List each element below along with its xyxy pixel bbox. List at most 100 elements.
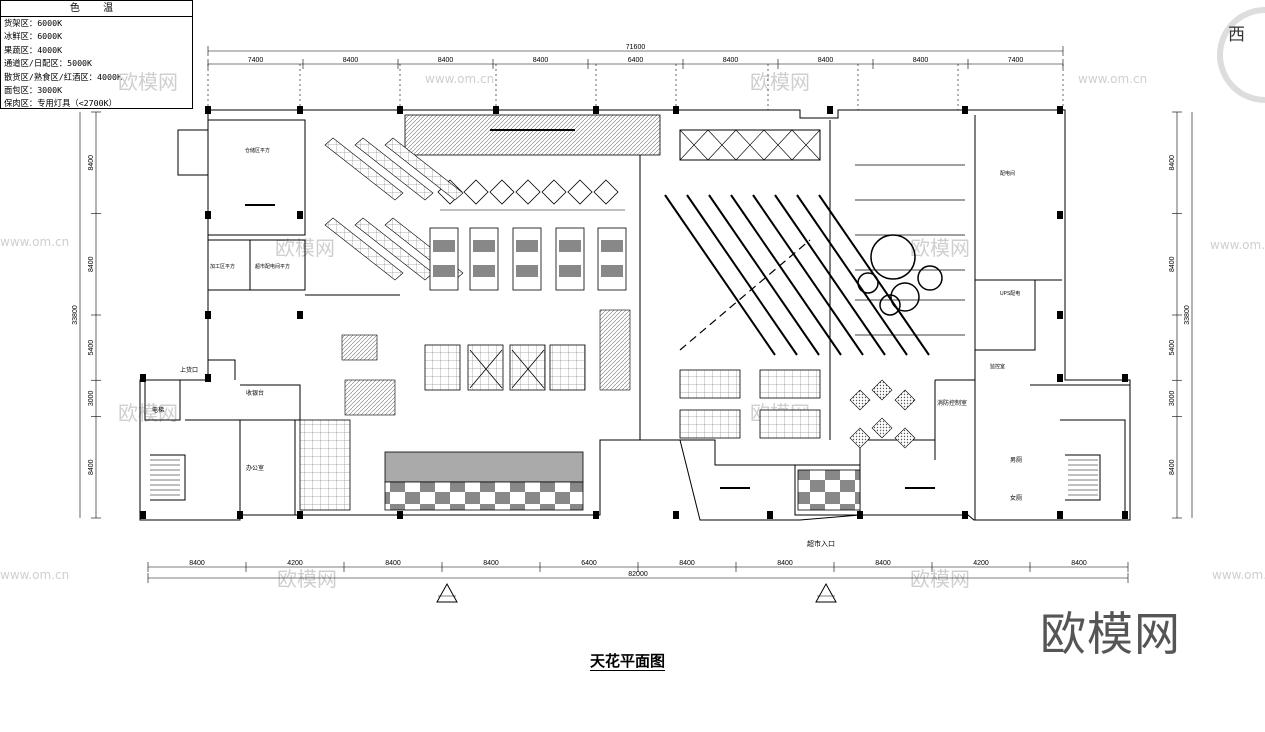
dimension-label: 8400 <box>1169 459 1176 475</box>
shelf-light <box>559 240 581 252</box>
diagonal-light-track <box>664 194 776 356</box>
diagonal-light-track <box>686 194 798 356</box>
diagonal-light-track <box>730 194 842 356</box>
shelf-light-run <box>384 137 464 201</box>
dimension-label: 7400 <box>1008 57 1024 64</box>
dimension-label: 4200 <box>287 560 303 567</box>
watermark: www.om.cn <box>0 235 70 249</box>
ceiling-tile-block <box>299 419 351 511</box>
diamond-ceiling-panel <box>849 427 871 449</box>
structural-column <box>1057 311 1063 319</box>
legend-row: 散货区/熟食区/红酒区：4000K <box>4 71 122 82</box>
dimension-label: 6400 <box>581 560 597 567</box>
dimension-label: 8400 <box>1169 155 1176 171</box>
shelf-block <box>597 227 627 291</box>
dimension-label: 5400 <box>1169 340 1176 356</box>
shelf-light <box>473 240 495 252</box>
diamond-ceiling-panel <box>894 389 916 411</box>
truss-brace <box>763 129 793 161</box>
truss-brace <box>735 129 765 161</box>
room-label: 男厕 <box>1010 457 1022 464</box>
shelf-light <box>473 265 495 277</box>
brand-mark: 欧模网 <box>1040 607 1181 661</box>
structural-column <box>297 511 303 519</box>
watermark: 欧模网 <box>118 401 178 425</box>
structural-column <box>205 106 211 114</box>
ramp-ceiling <box>599 309 631 391</box>
facade-canopy <box>404 114 661 156</box>
checkout-ceiling-pattern <box>384 481 584 511</box>
structural-column <box>297 106 303 114</box>
fan-light <box>511 349 545 389</box>
room-label: 超市入口 <box>807 539 835 548</box>
structural-column <box>397 511 403 519</box>
dimension-label: 8400 <box>913 57 929 64</box>
structural-column <box>1057 511 1063 519</box>
dimension-label: 8400 <box>777 560 793 567</box>
shelf-light <box>433 265 455 277</box>
legend-row: 面包区：3000K <box>4 85 63 96</box>
dimension-label: 8400 <box>385 560 401 567</box>
structural-column <box>962 106 968 114</box>
structural-column <box>205 311 211 319</box>
stair-ceiling <box>341 334 378 361</box>
diamond-ceiling-panel <box>871 417 893 439</box>
color-temperature-legend: 色 温 货架区：6000K 冰鲜区：6000K 果蔬区：4000K 通道区/日配… <box>0 0 193 109</box>
dimension-label: 3000 <box>1169 390 1176 406</box>
truss-brace <box>707 129 737 161</box>
ceiling-tile-block <box>759 409 821 439</box>
legend-row: 保肉区：专用灯具（<2700K） <box>4 98 117 109</box>
structural-column <box>297 311 303 319</box>
legend-row: 货架区：6000K <box>4 18 63 28</box>
room-label: 超市配电间平方 <box>255 263 290 270</box>
shelf-light <box>433 240 455 252</box>
dimension-label: 8400 <box>723 57 739 64</box>
round-ceiling-feature <box>917 265 943 291</box>
watermark: www.om.cn <box>0 568 70 582</box>
legend-row: 通道区/日配区：5000K <box>4 58 93 69</box>
room-label: 办公室 <box>246 464 264 472</box>
structural-column <box>767 511 773 519</box>
diamond-ceiling-panel <box>541 179 567 205</box>
ceiling-tile-block <box>679 369 741 399</box>
dimension-label: 8400 <box>343 57 359 64</box>
structural-column <box>673 511 679 519</box>
diamond-ceiling-panel <box>463 179 489 205</box>
room-label: 电梯 <box>152 406 164 414</box>
dimension-label: 8400 <box>533 57 549 64</box>
structural-column <box>673 106 679 114</box>
round-ceiling-feature <box>857 272 879 294</box>
shelf-block <box>469 227 499 291</box>
diamond-ceiling-panel <box>849 389 871 411</box>
entrance-ceiling-pattern <box>797 469 861 511</box>
structural-column <box>1122 374 1128 382</box>
dimension-label: 8400 <box>1169 256 1176 272</box>
dimension-total: 33800 <box>72 305 79 325</box>
compass-label: 西 <box>1228 25 1245 45</box>
dimension-label: 3000 <box>88 390 95 406</box>
dimension-label: 7400 <box>248 57 264 64</box>
room-label: 上货口 <box>180 366 198 374</box>
dimension-label: 8400 <box>438 57 454 64</box>
structural-column <box>140 511 146 519</box>
structural-column <box>140 374 146 382</box>
dimension-label: 8400 <box>1071 560 1087 567</box>
room-label: 消防控制室 <box>937 399 967 407</box>
diagonal-light-track <box>752 194 864 356</box>
structural-column <box>237 511 243 519</box>
structural-column <box>205 211 211 219</box>
dimension-total: 82000 <box>628 571 648 578</box>
shelf-light-run <box>354 137 434 201</box>
round-ceiling-feature <box>879 294 901 316</box>
diagonal-dashed-track <box>679 239 811 351</box>
truss-brace <box>791 129 821 161</box>
axis-marker-triangle <box>436 582 458 603</box>
fan-light <box>469 349 503 389</box>
checkout-canopy <box>384 451 584 483</box>
structural-column <box>205 374 211 382</box>
dimension-label: 8400 <box>88 256 95 272</box>
round-ceiling-feature <box>890 282 920 312</box>
legend-row: 冰鲜区：6000K <box>4 31 63 42</box>
watermark: www.om.cn <box>425 72 495 86</box>
structural-column <box>827 106 833 114</box>
